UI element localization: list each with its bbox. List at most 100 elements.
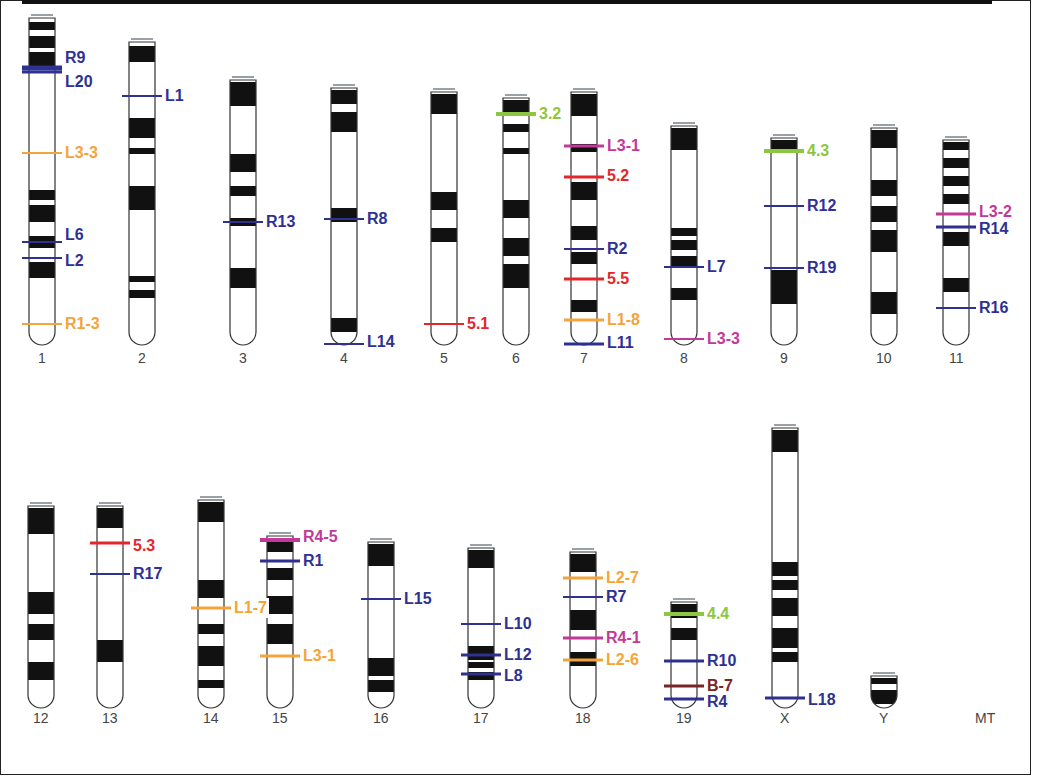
marker-label: L2: [63, 251, 86, 271]
chromosome-outline: [230, 80, 256, 345]
chromosome-number: X: [780, 710, 789, 726]
chromosome-number: 4: [340, 350, 348, 366]
chromosome-band: [28, 592, 54, 614]
chromosome-outline: [671, 602, 697, 708]
chromosome-band: [871, 678, 897, 684]
marker-label: L3-3: [63, 143, 100, 163]
chromosome-band: [671, 628, 697, 640]
chromosome-band: [29, 52, 55, 66]
marker-line: [664, 698, 704, 701]
chromosome-number: 8: [680, 350, 688, 366]
marker-label: L1-7: [232, 598, 269, 618]
marker-label: L3-1: [605, 136, 642, 156]
marker-label: R4: [705, 692, 729, 712]
marker-line: [564, 278, 604, 281]
marker-line: [324, 218, 364, 220]
marker-label: R7: [604, 587, 628, 607]
marker-line: [424, 323, 464, 325]
chromosome-band: [431, 94, 457, 114]
telomere-cap: [99, 502, 121, 504]
marker-line: [764, 149, 804, 153]
chromosome-band: [671, 228, 697, 236]
chromosome-body: [671, 602, 697, 708]
chromosome-number: 13: [102, 710, 118, 726]
chromosome-band: [129, 148, 155, 154]
chromosome-band: [503, 124, 529, 132]
marker-label: 3.2: [537, 104, 563, 124]
chromosome-body: [772, 428, 798, 708]
marker-label: L12: [502, 645, 534, 665]
marker-line: [223, 221, 263, 223]
chromosome-number: 7: [580, 350, 588, 366]
chromosome-band: [28, 508, 54, 534]
chromosome-band: [431, 228, 457, 242]
chromosome-band: [198, 624, 224, 634]
chromosome-band: [468, 662, 494, 668]
chromosome-outline: [943, 140, 969, 345]
chromosome-body: [97, 506, 123, 708]
chromosome-band: [771, 140, 797, 150]
chromosome-band: [772, 652, 798, 662]
marker-label: L7: [705, 257, 728, 277]
telomere-cap: [505, 94, 527, 96]
marker-label: 5.2: [605, 166, 631, 186]
chromosome-body: [331, 88, 357, 345]
marker-line: [564, 319, 604, 322]
marker-line: [936, 226, 976, 229]
chromosome-number: MT: [975, 710, 995, 726]
chromosome-number: 3: [239, 350, 247, 366]
chromosome-band: [431, 192, 457, 210]
marker-line: [324, 343, 364, 345]
chromosome-band: [368, 658, 394, 676]
chromosome-band: [230, 82, 256, 106]
marker-line: [122, 95, 162, 97]
chromosome-number: 11: [949, 350, 964, 366]
chromosome-band: [129, 276, 155, 282]
chromosome-body: [503, 98, 529, 345]
chromosome-number: 17: [473, 710, 489, 726]
marker-label: L8: [502, 666, 525, 686]
chromosome-band: [772, 430, 798, 452]
chromosome-band: [772, 562, 798, 576]
chromosome-body: [28, 506, 54, 708]
chromosome-band: [503, 200, 529, 218]
chromosome-band: [571, 182, 597, 200]
chromosome-band: [943, 158, 969, 168]
marker-label: 4.3: [805, 141, 831, 161]
chromosome-body: [571, 92, 597, 345]
chromosome-band: [871, 690, 897, 704]
telomere-cap: [774, 424, 796, 426]
chromosome-band: [503, 238, 529, 256]
chromosome-band: [230, 186, 256, 196]
marker-line: [936, 307, 976, 309]
marker-line: [461, 623, 501, 625]
chromosome-number: 5: [440, 350, 448, 366]
chromosome-band: [570, 610, 596, 630]
chromosome-band: [230, 268, 256, 288]
marker-line: [564, 248, 604, 250]
chromosome-band: [97, 640, 123, 662]
marker-line: [563, 637, 603, 640]
chromosome-band: [571, 226, 597, 240]
chromosome-outline: [431, 92, 457, 345]
telomere-cap: [673, 122, 695, 124]
marker-line: [564, 176, 604, 179]
chromosome-band: [29, 36, 55, 48]
telomere-cap: [433, 88, 455, 90]
telomere-cap: [131, 38, 153, 40]
chromosome-number: 12: [33, 710, 49, 726]
chromosome-outline: [129, 42, 155, 345]
marker-label: L2-7: [604, 568, 641, 588]
chromosome-band: [570, 554, 596, 572]
marker-label: R2: [605, 239, 629, 259]
chromosome-outline: [468, 548, 494, 708]
chromosome-band: [943, 278, 969, 292]
telomere-cap: [945, 136, 967, 138]
telomere-cap: [470, 544, 492, 546]
chromosome-number: 9: [780, 350, 788, 366]
marker-label: L1-8: [605, 310, 642, 330]
telomere-cap: [573, 88, 595, 90]
chromosome-body: [570, 552, 596, 708]
chromosome-band: [871, 292, 897, 314]
